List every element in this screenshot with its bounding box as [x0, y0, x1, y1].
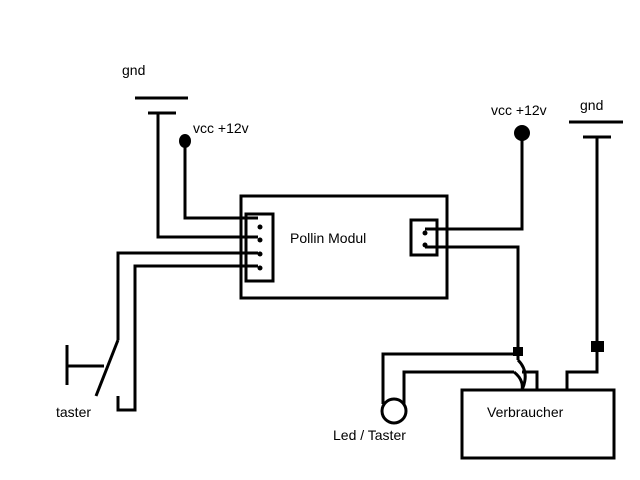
wire-gnd-right [565, 137, 604, 390]
wire-module-out [425, 245, 523, 356]
gnd-left-label: gnd [122, 62, 145, 78]
led-taster-label: Led / Taster [333, 427, 406, 443]
gnd-symbol-right [569, 120, 623, 139]
wire-verbraucher-left [522, 370, 539, 390]
wire-led-outer [381, 352, 518, 404]
vcc-left-label: vcc +12v [193, 120, 249, 136]
vcc-right-label: vcc +12v [491, 102, 547, 118]
wire-gnd-left [156, 113, 258, 239]
vcc-terminal-left [179, 134, 191, 148]
led-taster [380, 397, 408, 425]
wire-vcc-right [425, 137, 524, 231]
gnd-symbol-left [135, 96, 188, 115]
wire-taster-top [116, 251, 258, 340]
left-connector [244, 212, 275, 283]
verbraucher-box [460, 388, 616, 460]
taster-label: taster [56, 404, 91, 420]
wire-taster-bottom [116, 264, 258, 412]
wire-vcc-left [183, 145, 258, 220]
right-connector [409, 218, 439, 257]
vcc-terminal-right [514, 125, 530, 141]
taster-switch [65, 339, 120, 397]
module-label: Pollin Modul [290, 230, 366, 246]
gnd-right-label: gnd [580, 97, 603, 113]
wire-led-inner [402, 354, 527, 404]
verbraucher-label: Verbraucher [487, 404, 564, 420]
